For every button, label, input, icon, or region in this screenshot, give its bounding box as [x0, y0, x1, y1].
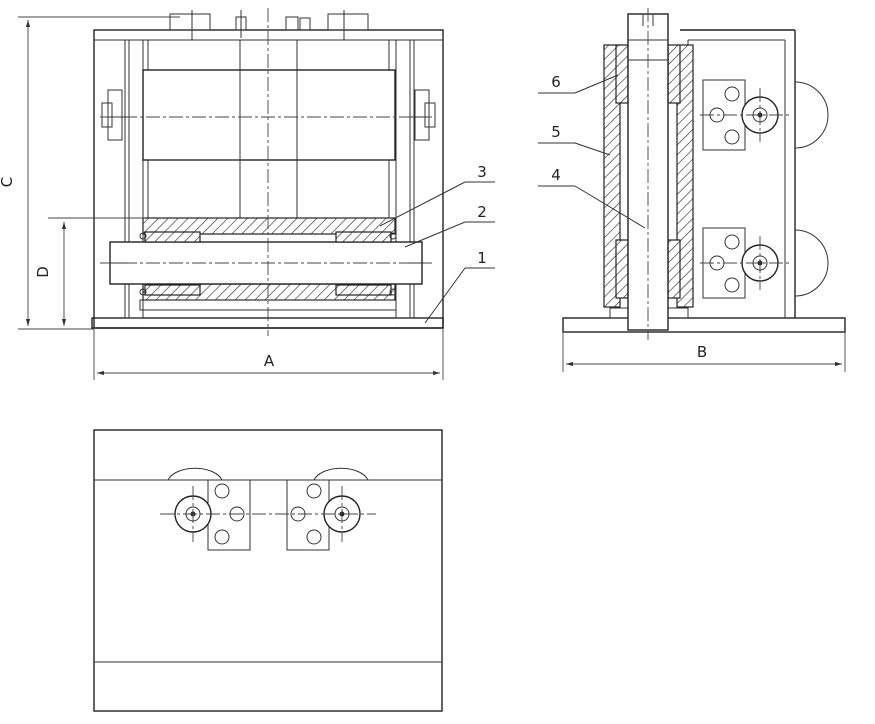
callout-3: 3 [477, 163, 487, 181]
side-base-plate [562, 317, 846, 333]
front-view [91, 8, 444, 336]
dimension-c-label: C [0, 177, 16, 187]
dimension-b-label: B [697, 343, 707, 361]
top-bolts [169, 10, 369, 40]
top-left-mount [167, 467, 251, 551]
front-dimensions: C D A [0, 16, 444, 380]
side-plate-right [676, 44, 694, 308]
front-callouts: 3 2 1 [379, 163, 495, 324]
top-outer-frame [93, 429, 443, 712]
lower-mount [700, 227, 829, 299]
upper-mount [700, 79, 829, 151]
hatched-roller-top [142, 217, 396, 235]
front-base-plate [91, 317, 444, 329]
callout-4: 4 [551, 166, 561, 184]
callout-1: 1 [477, 249, 487, 267]
callout-6: 6 [551, 73, 561, 91]
top-right-mount [286, 467, 369, 551]
dimension-a-label: A [264, 352, 275, 370]
dimension-d-label: D [34, 266, 52, 278]
callout-2: 2 [477, 203, 487, 221]
left-post [124, 39, 144, 319]
callout-5: 5 [551, 123, 561, 141]
side-view: 6 5 4 B [538, 8, 846, 372]
right-post [395, 39, 415, 319]
left-bracket [107, 89, 123, 141]
upper-roller [142, 69, 396, 161]
top-view [93, 429, 443, 712]
right-bracket [414, 89, 430, 141]
